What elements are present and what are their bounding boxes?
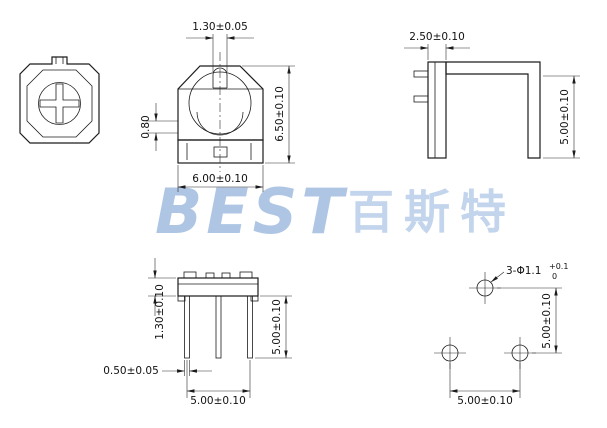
- dim-left-080-label: 0.80: [140, 115, 152, 138]
- pin-base-tab: [205, 272, 215, 279]
- dim-plate-thickness-label: 2.50±0.10: [409, 31, 465, 43]
- pad-layout-view: 3-Φ1.1 +0.1 0 5.00±0.10 5.00±0.10: [434, 262, 568, 407]
- watermark-cjk-text: 百斯特: [348, 185, 516, 239]
- dim-side-height: 5.00±0.10: [543, 75, 580, 159]
- dim-pad-horizontal-pitch: 5.00±0.10: [449, 363, 521, 407]
- pin-base-foot: [250, 295, 259, 302]
- front-cross-slot: [39, 83, 80, 124]
- dim-pin-width: 0.50±0.05: [103, 360, 212, 377]
- pin-base-tab: [239, 271, 253, 279]
- side-plate-outline: [427, 61, 447, 159]
- dim-pad-vertical-label: 5.00±0.10: [541, 293, 553, 349]
- pin-base-foot: [177, 295, 186, 302]
- hole-callout: 3-Φ1.1 +0.1 0: [490, 262, 568, 283]
- pin-view: 1.30±0.10 5.00±0.10 0.50±0.05 5.00±0.10: [103, 258, 292, 407]
- front-body-outline: [19, 56, 100, 144]
- dim-pin-span: 5.00±0.10: [186, 360, 251, 407]
- dim-base-height-label: 1.30±0.10: [154, 284, 166, 340]
- watermark-brand-text: BEST: [155, 175, 348, 248]
- dim-side-height-label: 5.00±0.10: [559, 89, 571, 145]
- front-view: [19, 56, 100, 144]
- top-view: 1.30±0.05 0.80 6.50±0.10 6.00±0.10: [140, 21, 295, 192]
- dim-slot-width-label: 1.30±0.05: [192, 21, 248, 33]
- dim-left-080: 0.80: [140, 103, 178, 151]
- hole-tolerance-lower: 0: [552, 272, 557, 281]
- watermark: BEST 百斯特: [155, 175, 516, 248]
- top-inner-arc: [196, 111, 244, 136]
- dim-pad-vertical-pitch: 5.00±0.10: [497, 287, 562, 354]
- hole-callout-label: 3-Φ1.1: [506, 265, 541, 277]
- dim-body-height: 6.50±0.10: [242, 65, 295, 164]
- pin-leg: [215, 295, 222, 359]
- dim-body-width: 6.00±0.10: [177, 165, 264, 192]
- top-base-slot: [213, 146, 228, 158]
- dim-base-height: 1.30±0.10: [148, 258, 176, 340]
- side-cover-outline: [445, 61, 541, 159]
- dim-slot-width: 1.30±0.05: [186, 21, 254, 72]
- dim-body-width-label: 6.00±0.10: [192, 173, 248, 185]
- top-body-outline: [177, 65, 264, 141]
- dim-pin-length-label: 5.00±0.10: [271, 299, 283, 355]
- dim-pin-length: 5.00±0.10: [255, 295, 292, 359]
- pad-hole-top: [469, 272, 501, 304]
- side-view: 2.50±0.10 5.00±0.10: [404, 31, 580, 159]
- pin-leg: [247, 295, 253, 359]
- top-slot: [212, 67, 228, 89]
- front-octagon: [26, 69, 93, 138]
- pin-base-outline: [177, 277, 259, 297]
- dim-pin-span-label: 5.00±0.10: [190, 395, 246, 407]
- dim-plate-thickness: 2.50±0.10: [404, 31, 470, 60]
- dim-body-height-label: 6.50±0.10: [274, 86, 286, 142]
- dim-pin-width-label: 0.50±0.05: [103, 365, 159, 377]
- pin-base-tab: [221, 272, 231, 279]
- pin-base-tab: [183, 271, 197, 279]
- front-rotor-circle: [38, 82, 81, 125]
- pin-leg: [184, 295, 190, 359]
- hole-tolerance-upper: +0.1: [549, 262, 568, 271]
- side-pin-tab: [413, 70, 429, 78]
- top-base-outline: [177, 139, 264, 164]
- dim-pad-horizontal-label: 5.00±0.10: [457, 395, 513, 407]
- side-pin-tab: [413, 95, 429, 103]
